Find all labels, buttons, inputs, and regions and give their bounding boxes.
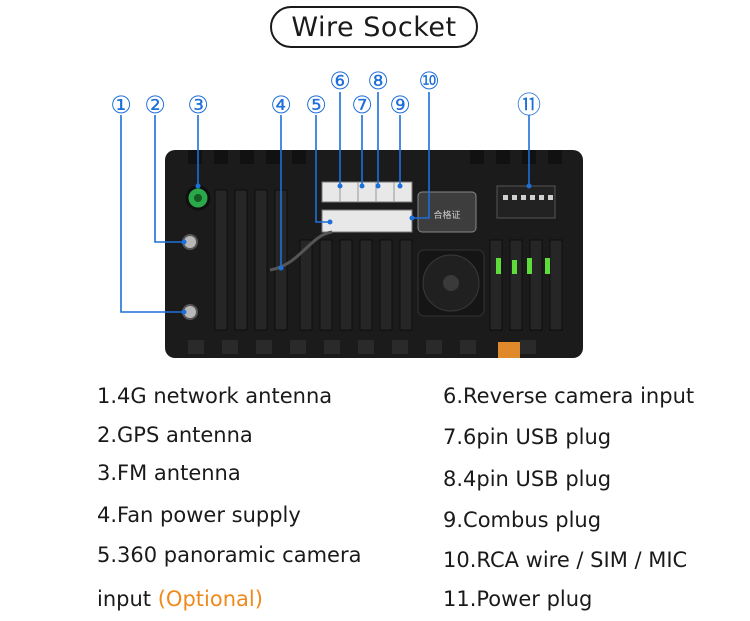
- callout-9: ⑨: [389, 91, 411, 119]
- callout-4: ④: [270, 91, 292, 119]
- callout-2: ②: [144, 91, 166, 119]
- legend-item-8: 8.4pin USB plug: [443, 467, 612, 491]
- optional-tag: (Optional): [157, 587, 263, 611]
- legend-item-7: 7.6pin USB plug: [443, 425, 612, 449]
- callout-1: ①: [110, 91, 132, 119]
- legend-item-5-line1: 5.360 panoramic camera: [97, 543, 362, 567]
- legend-item-5-input-text: input: [97, 587, 152, 611]
- power-plug-socket: [496, 185, 556, 219]
- legend-item-9: 9.Combus plug: [443, 508, 602, 532]
- legend-item-11: 11.Power plug: [443, 587, 593, 611]
- legend-item-4: 4.Fan power supply: [97, 503, 301, 527]
- callout-11: ⑪: [517, 91, 541, 119]
- certificate-label: 合格证: [433, 209, 460, 221]
- callout-3: ③: [187, 91, 209, 119]
- legend-item-3: 3.FM antenna: [97, 461, 241, 485]
- connector-block: [321, 181, 413, 233]
- callout-7: ⑦: [351, 91, 373, 119]
- device-diagram: 合格证: [110, 67, 583, 358]
- callout-10: ⑩: [418, 67, 440, 95]
- callout-lines: [120, 92, 530, 313]
- callout-8: ⑧: [367, 67, 389, 95]
- head-unit-rear-photo: 合格证: [165, 150, 583, 358]
- legend-item-5-line2: input (Optional): [97, 589, 263, 610]
- callout-6: ⑥: [329, 67, 351, 95]
- cooling-fan: [417, 249, 485, 317]
- legend-item-10: 10.RCA wire / SIM / MIC: [443, 548, 688, 572]
- callout-5: ⑤: [305, 91, 327, 119]
- legend-item-6: 6.Reverse camera input: [443, 384, 695, 408]
- page-title: Wire Socket: [270, 6, 478, 48]
- legend-item-1: 1.4G network antenna: [97, 384, 333, 408]
- legend-item-2: 2.GPS antenna: [97, 423, 253, 447]
